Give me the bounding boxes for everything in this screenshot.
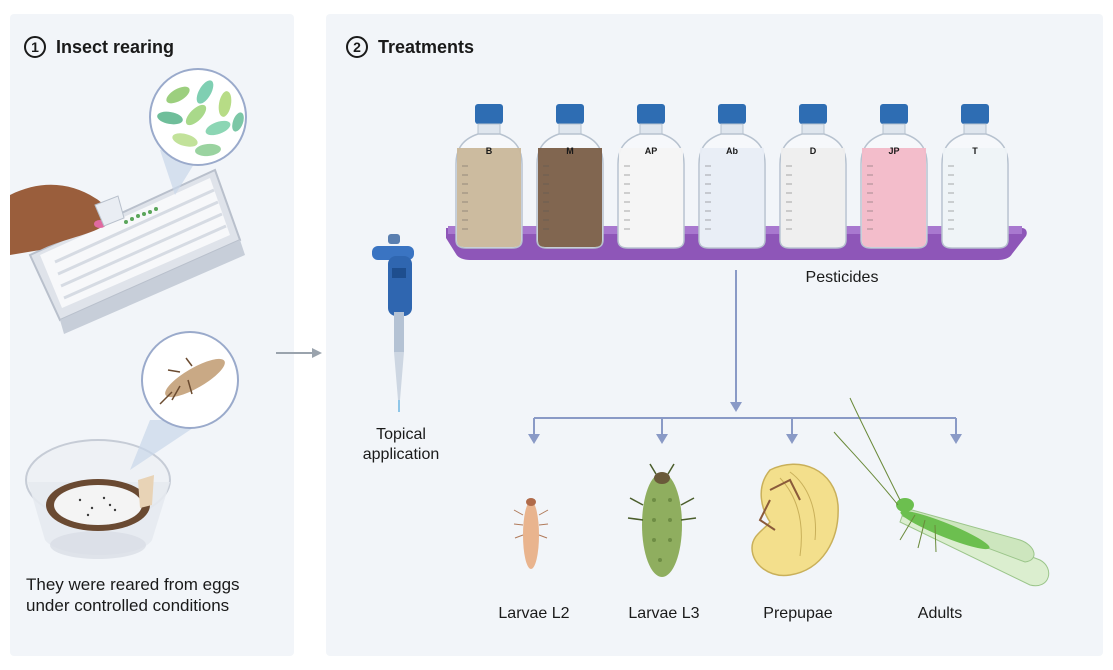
bottle-label-b: B bbox=[486, 146, 493, 156]
bottle-label-t: T bbox=[972, 146, 978, 156]
larva-l3-illustration bbox=[627, 463, 697, 577]
prepupa-illustration bbox=[751, 463, 839, 577]
flow-arrow bbox=[276, 348, 322, 358]
pesticides-label: Pesticides bbox=[805, 269, 879, 286]
pipette-label: Topical application bbox=[346, 425, 456, 465]
rearing-tray-illustration bbox=[28, 168, 245, 334]
bottle-label-jp: JP bbox=[888, 146, 899, 156]
rearing-caption: They were reared from eggs under control… bbox=[26, 574, 288, 616]
step1-number: 1 bbox=[24, 36, 46, 58]
bottle-jp: JP bbox=[860, 104, 928, 249]
bottle-label-d: D bbox=[810, 146, 817, 156]
adult-lacewing-illustration bbox=[833, 397, 1050, 587]
rearing-caption-line1: They were reared from eggs bbox=[26, 575, 240, 594]
stage-label-larvae-l2: Larvae L2 bbox=[498, 605, 570, 622]
step2-number: 2 bbox=[346, 36, 368, 58]
larva-l2-illustration bbox=[513, 498, 549, 569]
stage-label-prepupae: Prepupae bbox=[763, 605, 833, 622]
step2-title: Treatments bbox=[378, 36, 475, 57]
distribution-arrows bbox=[533, 270, 957, 436]
pipette-icon bbox=[372, 234, 414, 412]
arrow-heads bbox=[528, 402, 962, 444]
eggs-magnifier bbox=[149, 68, 247, 195]
bottle-b: B bbox=[455, 104, 523, 249]
pipette-label-line2: application bbox=[362, 446, 440, 463]
bottle-label-m: M bbox=[566, 146, 574, 156]
bottle-label-ab: Ab bbox=[726, 146, 738, 156]
bottle-m: M bbox=[536, 104, 604, 249]
stage-label-adults: Adults bbox=[917, 605, 963, 622]
rearing-cup-illustration bbox=[25, 439, 171, 559]
step1-title: Insect rearing bbox=[56, 36, 175, 57]
larva-magnifier bbox=[130, 331, 239, 470]
bottle-t: T bbox=[941, 104, 1009, 249]
stage-label-larvae-l3: Larvae L3 bbox=[628, 605, 700, 622]
bottle-ap: AP bbox=[617, 104, 685, 249]
pesticide-bottles: B M AP Ab D JP T bbox=[455, 104, 1009, 249]
rearing-caption-line2: under controlled conditions bbox=[26, 596, 230, 615]
bottle-d: D bbox=[779, 104, 847, 249]
pipette-label-line1: Topical bbox=[376, 426, 426, 443]
step2-heading: 2 Treatments bbox=[346, 36, 474, 58]
bottle-ab: Ab bbox=[698, 104, 766, 249]
hand-illustration bbox=[10, 184, 158, 255]
step1-heading: 1 Insect rearing bbox=[24, 36, 174, 58]
bottle-label-ap: AP bbox=[645, 146, 658, 156]
